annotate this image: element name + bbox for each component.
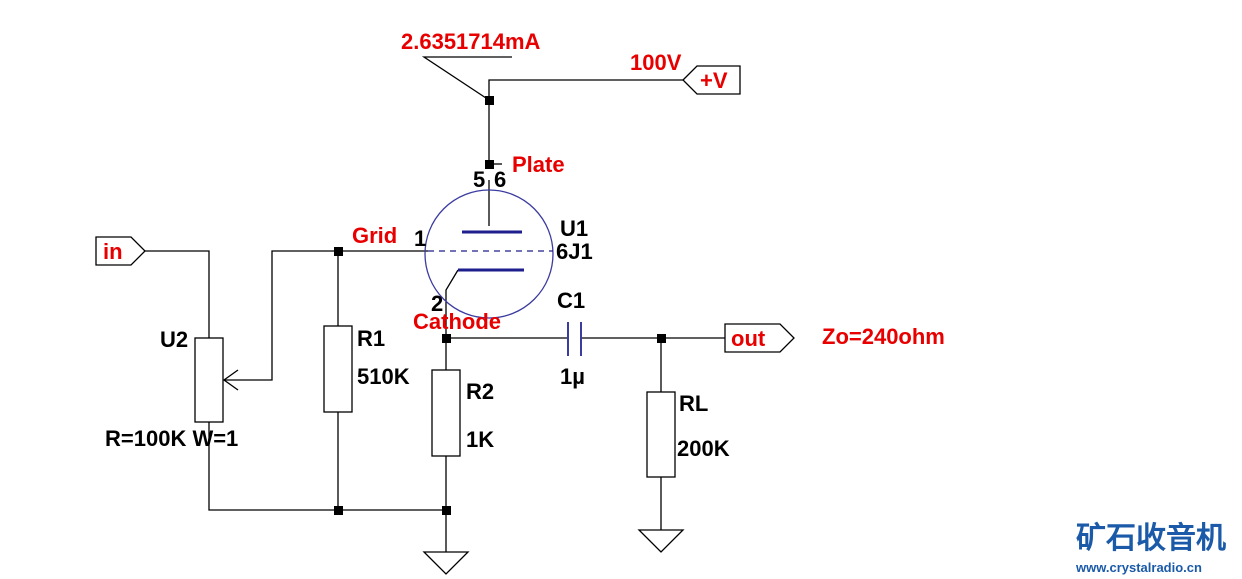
wire-supply bbox=[488, 79, 683, 100]
resistor-r2 bbox=[431, 369, 461, 457]
c1-ref: C1 bbox=[557, 288, 585, 313]
tube-label-plate: Plate bbox=[512, 152, 565, 177]
watermark-logo-text: 矿石收音机 bbox=[1076, 521, 1226, 556]
r2-ref: R2 bbox=[466, 379, 494, 404]
output-impedance-label: Zo=240ohm bbox=[822, 324, 945, 349]
r1-value: 510K bbox=[357, 364, 410, 389]
tube-pin-grid: 1 bbox=[414, 226, 426, 251]
watermark-url: www.crystalradio.cn bbox=[1075, 560, 1202, 575]
pot-body bbox=[194, 337, 224, 423]
wire-cathode bbox=[445, 269, 459, 338]
pot-wiper-arrow bbox=[222, 369, 239, 391]
port-output: out bbox=[724, 323, 795, 353]
pot-params: R=100K W=1 bbox=[105, 426, 238, 451]
port-supply-shape bbox=[682, 65, 741, 95]
resistor-r1 bbox=[323, 325, 353, 413]
port-output-shape bbox=[724, 323, 795, 353]
tube-label-grid: Grid bbox=[352, 223, 397, 248]
supply-voltage-label: 100V bbox=[630, 50, 682, 75]
junction-plate bbox=[485, 160, 494, 169]
junction-cathode bbox=[442, 334, 451, 343]
wires bbox=[145, 56, 725, 552]
junction-grid bbox=[334, 247, 343, 256]
r1-ref: R1 bbox=[357, 326, 385, 351]
tube-envelope bbox=[424, 189, 554, 319]
c1-value: 1µ bbox=[560, 364, 585, 389]
pot-ref: U2 bbox=[160, 327, 188, 352]
tube-pin-cathode: 2 bbox=[431, 291, 443, 316]
tube-pin-plate: 5 bbox=[473, 167, 485, 192]
current-label: 2.6351714mA bbox=[401, 29, 541, 54]
rl-value: 200K bbox=[677, 436, 730, 461]
junction-ground bbox=[442, 506, 451, 515]
port-input-label: in bbox=[103, 239, 123, 264]
junction-r1-bottom bbox=[334, 506, 343, 515]
r2-value: 1K bbox=[466, 427, 494, 452]
port-supply-label: +V bbox=[700, 68, 728, 93]
wire-pot-bottom bbox=[208, 422, 446, 511]
rl-ref: RL bbox=[679, 391, 708, 416]
tube-label-cathode: Cathode bbox=[413, 309, 501, 334]
junction-supply bbox=[485, 96, 494, 105]
vacuum-tube bbox=[424, 189, 554, 319]
junctions bbox=[334, 96, 666, 515]
resistor-rl bbox=[646, 391, 676, 478]
current-probe-leader bbox=[421, 56, 512, 101]
wire-input bbox=[145, 250, 210, 338]
port-input: in bbox=[95, 236, 146, 266]
tube-pin-plate2: 6 bbox=[494, 167, 506, 192]
port-supply: +V bbox=[682, 65, 741, 95]
junction-output bbox=[657, 334, 666, 343]
ground-symbol-1 bbox=[422, 551, 470, 575]
tube-ref: U1 bbox=[560, 216, 588, 241]
port-input-shape bbox=[95, 236, 146, 266]
ground-symbol-2 bbox=[637, 529, 685, 553]
tube-model: 6J1 bbox=[556, 239, 593, 264]
port-output-label: out bbox=[731, 326, 766, 351]
wire-wiper bbox=[224, 250, 338, 381]
potentiometer-u2 bbox=[194, 337, 239, 423]
capacitor-c1 bbox=[567, 322, 582, 356]
